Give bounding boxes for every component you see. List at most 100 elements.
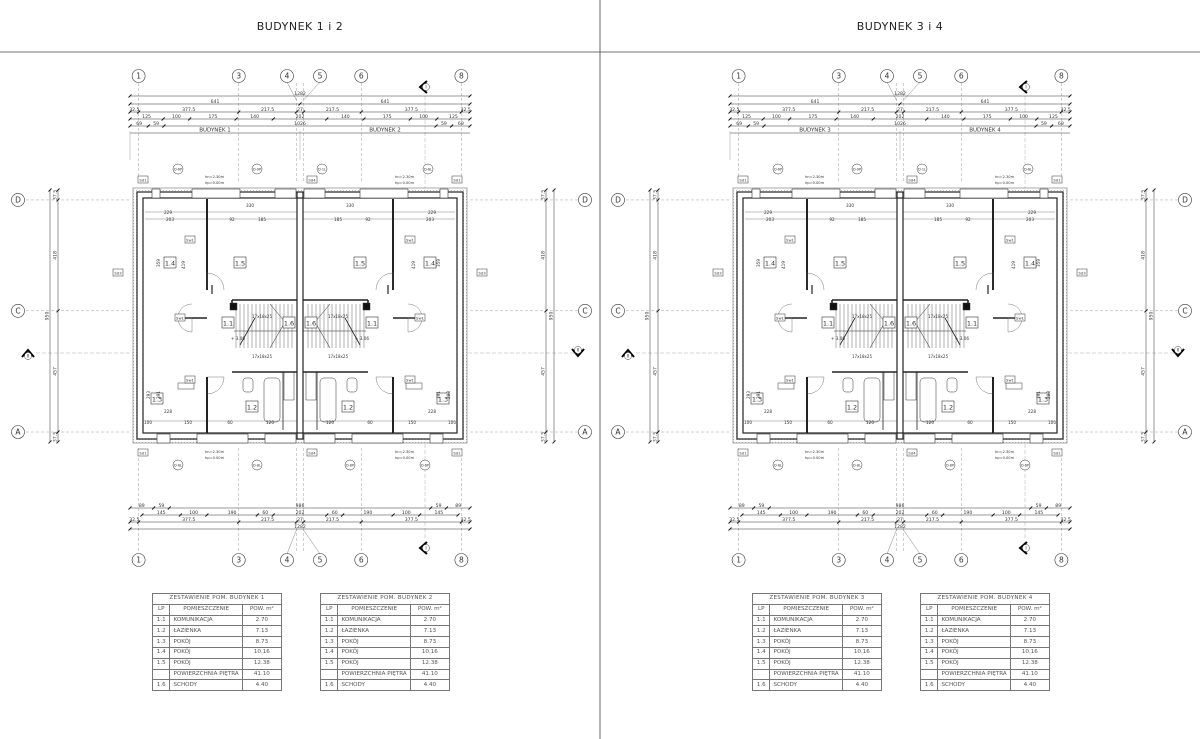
dimension-label: 217.5 [861,107,874,113]
wall-tag: Sw1 [416,316,425,321]
outer-wall-inner-face [142,197,458,434]
section-arrow-icon [21,348,35,358]
room-dimension: 359 [1036,259,1041,267]
door-tag: D-1L [918,168,926,172]
dimension-label: 37.5 [1141,190,1147,200]
room-label-box [821,316,835,329]
axis-leader [903,529,921,555]
dimension-tick [48,188,52,192]
room-dimension: 100 [744,420,752,425]
dimension-tick [459,520,464,524]
wall-tag-box [784,235,796,244]
dimension-tick [1059,520,1064,524]
dimension-label: 89 [139,503,145,509]
dimension-label: 60 [862,510,868,516]
axis-bubble-bottom-circle [313,553,327,567]
axis-bubble-right-label: D [1182,196,1188,205]
dimension-label: 377.5 [782,517,795,523]
summary-value: 41.10 [409,668,451,681]
axis-bubble-bottom-label: 6 [959,556,964,565]
dimension-tick [294,520,299,524]
wall-tag-box [1076,268,1088,277]
door-swing [806,272,825,291]
door-tag: D-6P [774,168,782,172]
dimension-tick [56,198,60,202]
dimension-tick [648,440,652,444]
room-dimension: 120 [266,420,274,425]
axis-bubble-bottom-label: 3 [236,556,241,565]
door-tag-circle [251,459,263,471]
room-label-box [245,400,259,413]
section-label: I [1025,546,1026,552]
window [429,433,444,444]
dimension-tick [1035,117,1039,121]
room-label-box [833,256,847,269]
door-tag: D-8L [253,464,261,468]
axis-bubble-top-circle [280,69,294,83]
section-arrow-icon [621,348,635,358]
dimension-tick [805,513,809,517]
dimension-label: 32.5 [1061,517,1071,523]
table-header: POMIESZCZENIE [337,603,411,616]
cell-area: 4.40 [241,679,283,692]
stair-walkline [269,303,286,323]
door-swing [806,376,825,395]
dimension-tick [656,308,660,313]
dimension-label: 27 [897,107,903,113]
door-tag-circle [419,459,431,471]
dimension-tick [56,440,60,444]
dimension-tick [728,110,732,114]
stair-walkline [869,303,886,323]
dimension-tick [294,110,299,114]
axis-leader [886,81,897,101]
dimension-label: 641 [381,99,390,105]
wall-tag: Sw1 [406,238,415,243]
room-label: 1.6 [884,320,894,328]
stair-walkline [944,317,961,346]
wall-tag: Sw1 [786,378,795,383]
dimension-tick [1068,102,1072,106]
cell-area: 10.16 [409,646,451,659]
wall-tag: Sd1 [139,451,147,456]
dimension-tick [128,94,132,98]
door-tag-circle [772,163,784,175]
dimension-tick [924,513,929,517]
dimension-tick [128,117,132,121]
dimension-tick [56,308,60,313]
room-dimension: 419 [781,261,786,269]
dimension-label: 457 [53,367,59,376]
dimension-tick [271,117,276,121]
table-title: ZESTAWIENIE POM. BUDYNEK 2 [320,593,450,605]
axis-bubble-top-label: 6 [359,72,364,81]
room-label: 1.2 [343,404,353,412]
cell-lp: 1.4 [919,646,939,659]
room-dimension: 100 [448,420,456,425]
wall-tag-box [1051,175,1063,184]
room-dimension: 100 [1048,420,1056,425]
dimension-tick [1034,124,1038,128]
dimension-tick [761,117,765,121]
wall-tag-box [906,175,918,184]
cell-lp: 1.3 [751,636,771,648]
door-tag-circle [1022,163,1034,175]
dimension-label: 418 [1141,251,1147,260]
dimension-label: 100 [772,114,781,120]
room-label: 1.6 [306,320,316,328]
dimension-label: 27 [897,517,903,523]
axis-bubble-top-circle [354,69,369,83]
dimension-label: 37.5 [653,190,659,200]
room-dimension: 60 [367,420,373,425]
room-dimension: 419 [411,261,416,269]
shower-icon [905,371,917,401]
axis-bubble-top-circle [954,69,969,83]
cell-room: SCHODY [769,679,843,692]
dimension-label: 145 [1034,510,1043,516]
table-header: POMIESZCZENIE [769,603,843,616]
dimension-tick [544,308,548,313]
dimension-tick [728,520,732,524]
dimension-tick [728,506,732,510]
door-tag: D-8L [853,464,861,468]
